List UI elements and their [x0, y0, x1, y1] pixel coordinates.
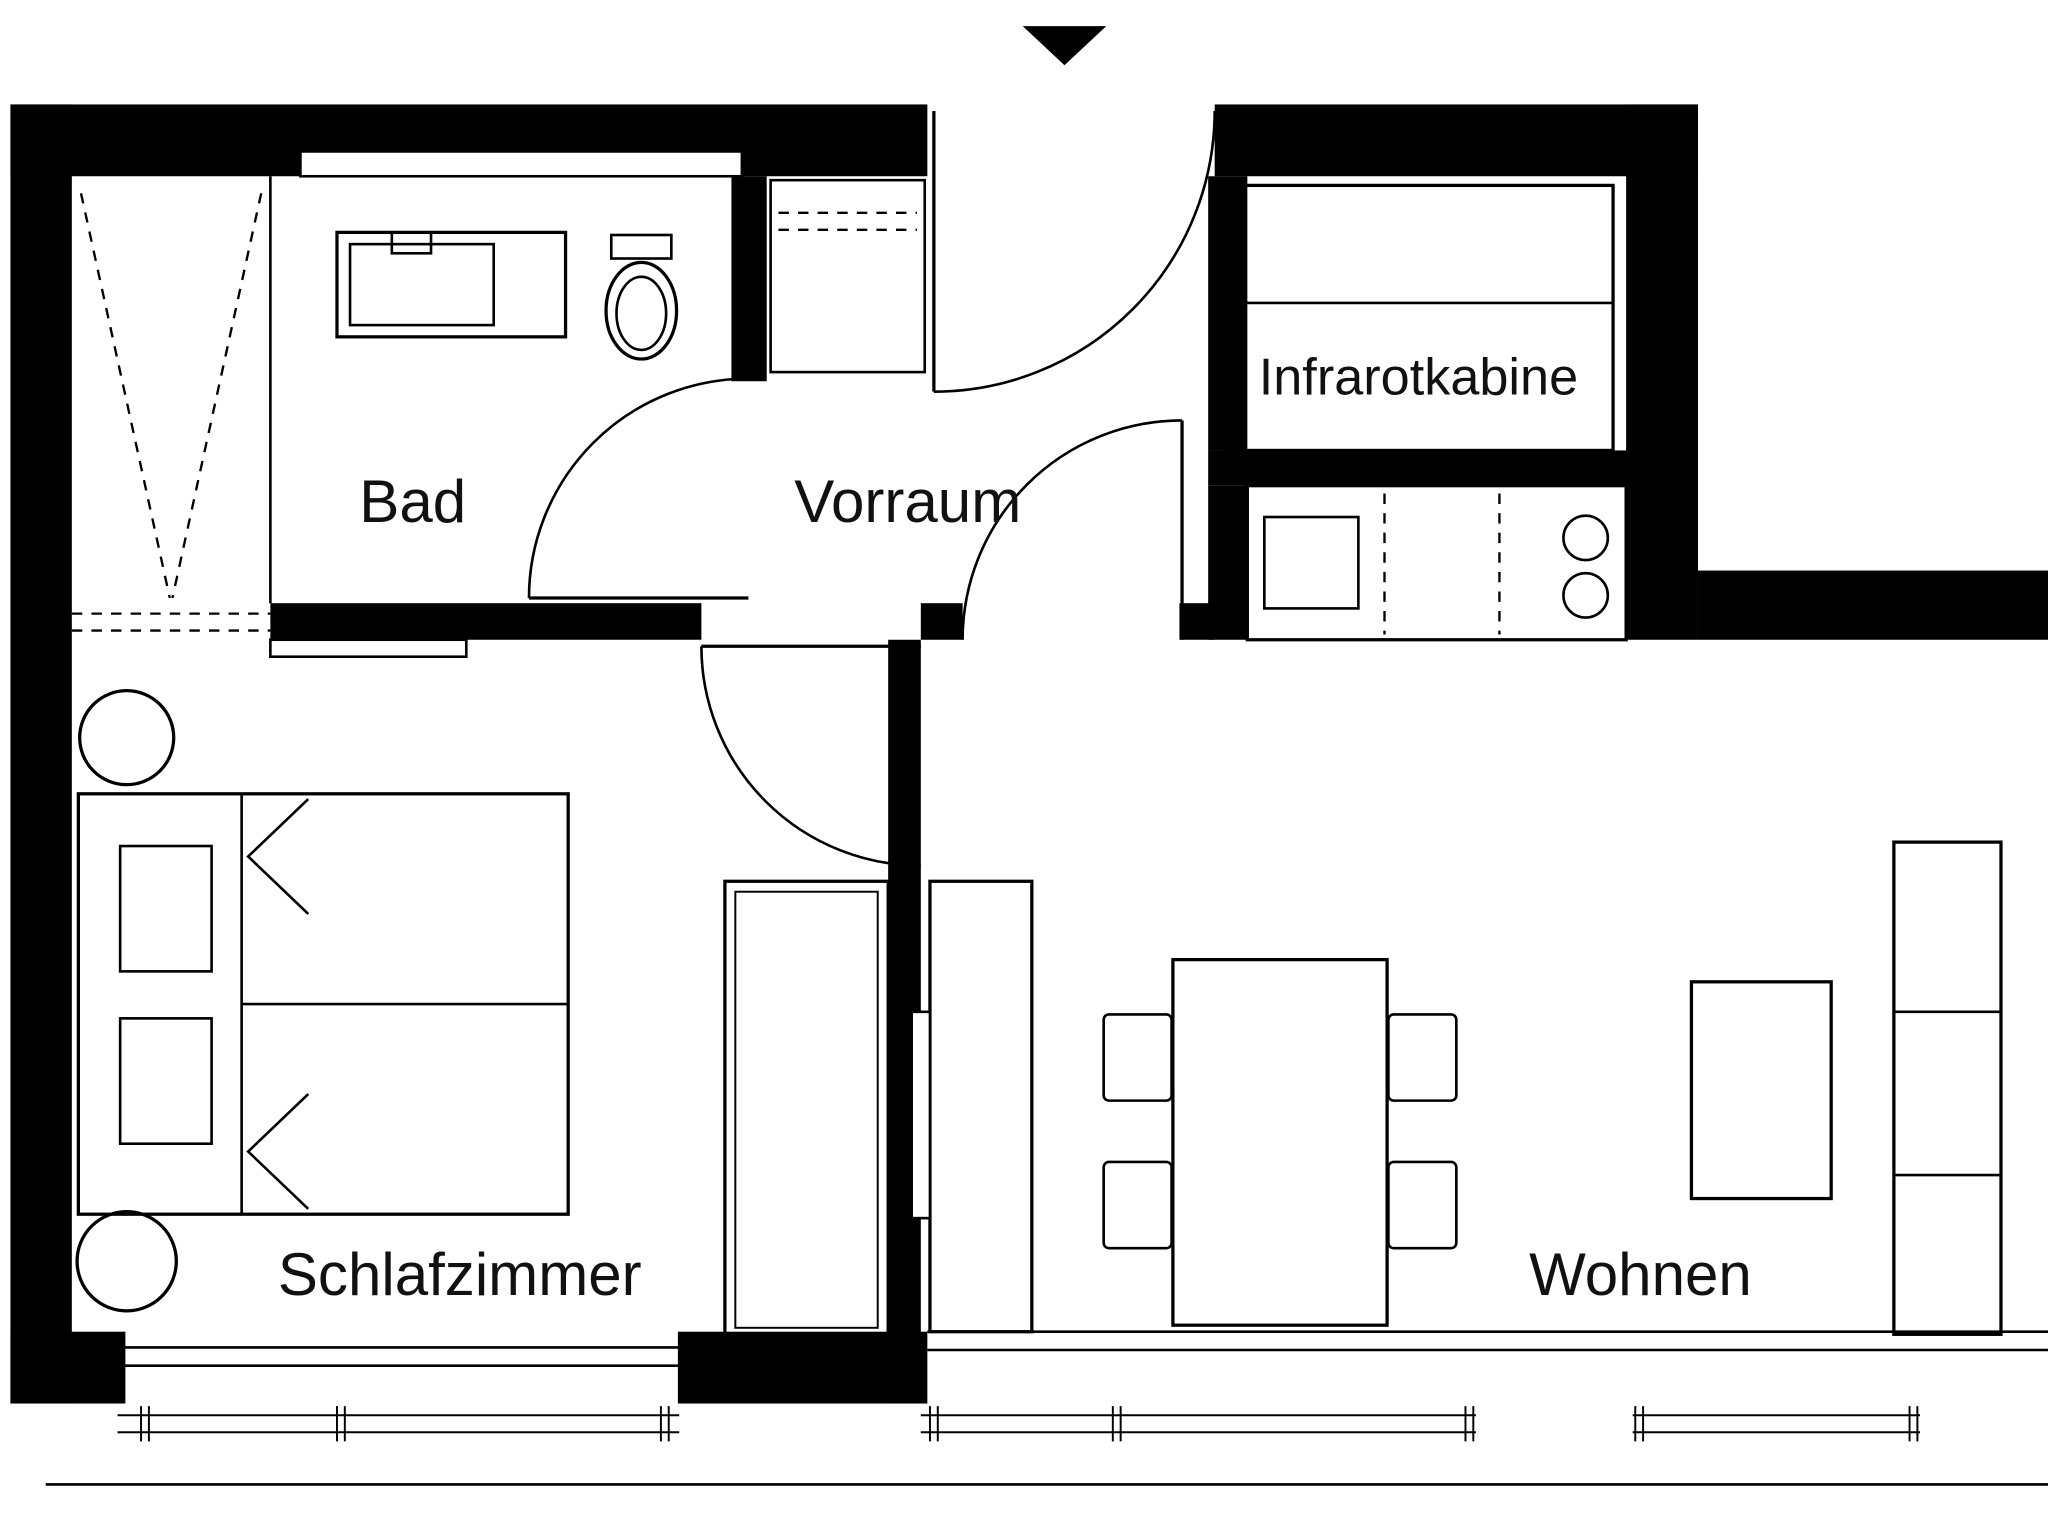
chair-icon — [1387, 1013, 1458, 1102]
cooktop-burner-icon — [1562, 514, 1610, 562]
living-cabinet-icon — [910, 879, 1034, 1334]
bed-icon — [76, 792, 570, 1216]
chair-icon — [1102, 1013, 1173, 1102]
washbasin-counter-icon — [335, 230, 568, 339]
wall-bottom-left-pier — [10, 1331, 125, 1404]
room-label-infrarotkabine: Infrarotkabine — [1259, 348, 1578, 406]
wall-kitchen-left — [1208, 485, 1248, 640]
sink-icon — [1263, 515, 1360, 610]
wall-top-right — [1214, 104, 1698, 177]
room-label-bad: Bad — [359, 468, 466, 535]
wall-bad-vorraum — [731, 176, 767, 382]
window-sills — [117, 1406, 1920, 1442]
wall-left — [10, 104, 72, 1404]
wall-pier-vorraum-left — [920, 603, 963, 640]
room-label-vorraum: Vorraum — [794, 468, 1021, 535]
built-in-closet-icon — [71, 176, 272, 632]
kitchen-counter-icon — [1245, 484, 1628, 642]
armchair-icon — [1689, 980, 1833, 1201]
wall-right-sauna — [1626, 104, 1698, 640]
wall-sauna-left — [1208, 176, 1248, 451]
nightstand-icon — [78, 689, 176, 787]
room-label-schlafzimmer: Schlafzimmer — [278, 1241, 642, 1308]
entrance-door-swing-icon — [932, 110, 1216, 393]
pillow-icon — [118, 1017, 213, 1146]
cooktop-burner-icon — [1562, 571, 1610, 619]
bedroom-door-swing-icon — [700, 644, 921, 867]
pillow-icon — [118, 844, 213, 973]
room-label-wohnen: Wohnen — [1529, 1241, 1752, 1308]
window-living-icon — [927, 1330, 2048, 1352]
bad-high-window — [299, 150, 744, 178]
chairs — [1102, 1013, 1458, 1250]
hall-cabinet-icon — [769, 178, 927, 374]
sideboard-icon — [269, 638, 468, 659]
sauna-bench-icon — [1222, 183, 1615, 453]
nightstand-icon — [75, 1209, 178, 1313]
vorraum-living-door-swing-icon — [961, 419, 1184, 640]
shelf-unit-icon — [1892, 840, 2003, 1336]
toilet-icon — [604, 233, 679, 361]
chair-icon — [1102, 1160, 1173, 1250]
dining-table-icon — [1171, 957, 1389, 1327]
bad-door-swing-icon — [527, 377, 749, 600]
wall-bottom-mid-pier — [679, 1331, 928, 1404]
walls — [10, 104, 2048, 1404]
wall-bad-bedroom — [270, 603, 702, 640]
wall-under-sauna — [1208, 450, 1640, 486]
wall-step-right — [1697, 570, 2048, 640]
window-bedroom-icon — [122, 1331, 681, 1404]
chair-icon — [1387, 1160, 1458, 1250]
entrance-arrow-icon — [1022, 26, 1107, 66]
wardrobe-icon — [723, 879, 890, 1340]
